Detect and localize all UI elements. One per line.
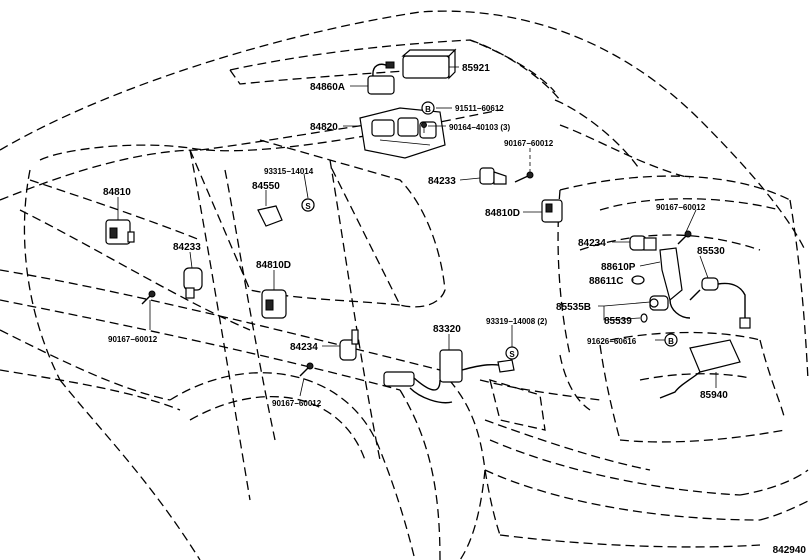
symbol-b-right: B [668,337,674,346]
label-90167-left: 90167−60012 [108,335,158,344]
part-clip-b-top [421,101,435,115]
label-84810: 84810 [103,187,131,198]
label-93315: 93315−14014 [264,167,314,176]
part-90164-screw [421,122,427,133]
part-84810d-center-shape [541,199,563,223]
label-88610p: 88610P [601,262,636,273]
label-91511: 91511−60612 [455,104,504,113]
part-84820-shape [359,107,446,159]
part-84810-left-shape [105,219,135,245]
label-90167-right: 90167−60012 [656,203,706,212]
part-84233-lower-shape [183,267,203,299]
label-84234-upper: 84234 [578,238,606,249]
symbol-s-left: S [305,202,311,211]
leader-lines [117,66,717,397]
label-84860a: 84860A [310,82,345,93]
part-90167-right-screw [677,230,692,245]
part-83320-shape [383,349,515,404]
label-85535b: 85535B [556,302,591,313]
part-labels: 85921 84860A 91511−60612 84820 90164−401… [103,63,806,556]
part-85921-shape [401,48,457,80]
label-84820: 84820 [310,122,338,133]
label-85940: 85940 [700,390,728,401]
label-83320: 83320 [433,324,461,335]
vehicle-outline [0,10,811,560]
label-84810d-center: 84810D [485,208,520,219]
label-88611c: 88611C [589,276,623,287]
part-93315-clip [301,198,315,212]
diagram-id: 842940 [773,545,807,556]
part-85535b-shape [649,295,669,311]
label-91626: 91626−60616 [587,337,637,346]
part-90167-lower-screw [299,362,314,377]
symbol-b-top: B [425,105,431,114]
part-88610p-shape [659,247,691,319]
part-85530-shape [689,277,751,329]
label-93319: 93319−14008 (2) [486,317,548,326]
part-85940-shape [659,339,741,399]
label-84233-lower: 84233 [173,242,201,253]
label-90167-lower: 90167−60012 [272,399,322,408]
part-84810d-door-shape [261,289,287,319]
label-84550: 84550 [252,181,280,192]
label-90164: 90164−40103 (3) [449,123,511,132]
part-84234-upper-shape [629,235,657,251]
part-90167-upper-screw [514,171,534,183]
part-85539-shape [640,313,648,323]
part-90167-left-screw [141,290,156,305]
label-84810d-door: 84810D [256,260,291,271]
part-84860a-shape [367,61,395,95]
label-85530: 85530 [697,246,725,257]
label-90167-top: 90167−60012 [504,139,554,148]
symbol-s-center: S [509,350,515,359]
part-84234-lower-shape [339,329,359,361]
label-85539: 85539 [604,316,632,327]
label-84234-lower: 84234 [290,342,318,353]
label-85921: 85921 [462,63,490,74]
label-84233-upper: 84233 [428,176,456,187]
part-84233-upper-shape [479,167,507,185]
